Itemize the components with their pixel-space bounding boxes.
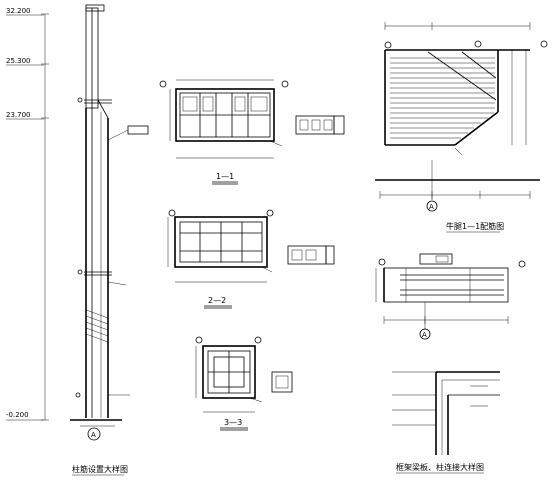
beam-column-node: 框架梁板、柱连接大样图 (392, 371, 500, 474)
corbel-plan-title: 牛腿1—1配筋图 (446, 221, 504, 231)
section-1-1: 1—1 (159, 79, 345, 185)
column-axis-label: A (91, 431, 96, 439)
column-elevation: 32.200 25.300 23.700 -0.200 (6, 4, 149, 476)
beam-axis-bubble (419, 328, 431, 340)
section-2-2-title: 2—2 (208, 296, 226, 305)
column-hatch-zone (85, 309, 109, 343)
elevation-upper-label: 25.300 (6, 57, 31, 65)
column-axis-bubble (87, 427, 101, 441)
beam-detail: A (375, 253, 526, 340)
corbel-plan: A 牛腿1—1配筋图 (375, 22, 548, 233)
node-detail-title: 框架梁板、柱连接大样图 (396, 462, 484, 472)
elevation-mid-label: 23.700 (6, 111, 31, 119)
corbel-rebar-lines (390, 51, 497, 139)
section-3-3: 3—3 (195, 336, 293, 431)
section-3-3-title: 3—3 (224, 418, 242, 427)
column-elevation-title: 柱筋设置大样图 (72, 464, 128, 474)
section-2-2: 2—2 (167, 209, 335, 309)
corbel-axis-label: A (429, 203, 434, 211)
section-1-1-title: 1—1 (216, 172, 234, 181)
elevation-bottom-label: -0.200 (6, 411, 29, 419)
corbel-axis-bubble (426, 200, 438, 212)
beam-axis-label: A (422, 331, 427, 339)
elevation-top-label: 32.200 (6, 7, 31, 15)
